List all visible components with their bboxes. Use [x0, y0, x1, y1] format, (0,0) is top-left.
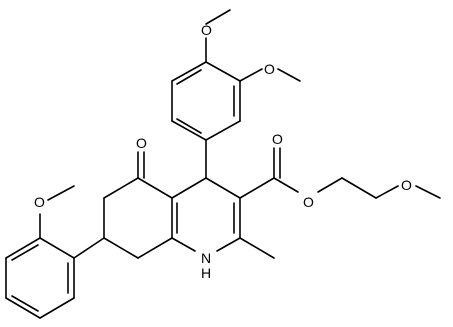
bond [39, 237, 75, 259]
atom-o-aryl-methoxy: O [34, 194, 45, 210]
dimethoxyphenyl-ring [171, 61, 241, 141]
atom-o-ester-link: O [303, 194, 314, 210]
methyl-bond [239, 237, 275, 259]
para-methoxy-group [205, 9, 231, 63]
atom-o-ester-carbonyl: O [272, 131, 283, 147]
bond [11, 295, 39, 312]
bond [277, 68, 301, 82]
bond [5, 237, 41, 259]
bond [239, 177, 275, 199]
meta-methoxy-group [239, 68, 301, 82]
bond [103, 237, 139, 259]
bond [239, 68, 263, 82]
bond [205, 177, 241, 199]
bond [171, 177, 207, 199]
bond [171, 237, 196, 252]
atom-o-meta-methoxy: O [264, 61, 275, 77]
bond [11, 244, 39, 261]
dihydropyridine-ring [171, 177, 241, 252]
bond [137, 237, 173, 259]
bond [317, 177, 343, 193]
bond [341, 177, 377, 199]
bond [176, 69, 202, 85]
bond [205, 9, 231, 25]
cyclohexanone-ring [103, 177, 173, 259]
bond [171, 61, 207, 82]
bond [375, 185, 399, 199]
bond [137, 177, 173, 199]
atom-o-ketone: O [136, 135, 147, 151]
bond [171, 120, 207, 141]
bond [47, 185, 75, 201]
bond [176, 118, 202, 134]
atom-o-ether-chain: O [401, 177, 412, 193]
bond [415, 185, 441, 199]
ortho-methoxy-group [39, 185, 75, 239]
c7-aryl-bond [73, 237, 105, 259]
bond [39, 297, 75, 319]
bond [5, 297, 41, 319]
atom-o-para-methoxy: O [201, 22, 212, 38]
atom-n: N [201, 250, 211, 266]
methoxyphenyl-ring [5, 237, 75, 319]
atom-h-on-n: H [201, 265, 211, 281]
bond [205, 120, 241, 141]
bond [273, 177, 299, 193]
bond [205, 61, 241, 82]
bond [103, 177, 139, 199]
bond [216, 237, 241, 252]
ester-group [239, 147, 441, 199]
